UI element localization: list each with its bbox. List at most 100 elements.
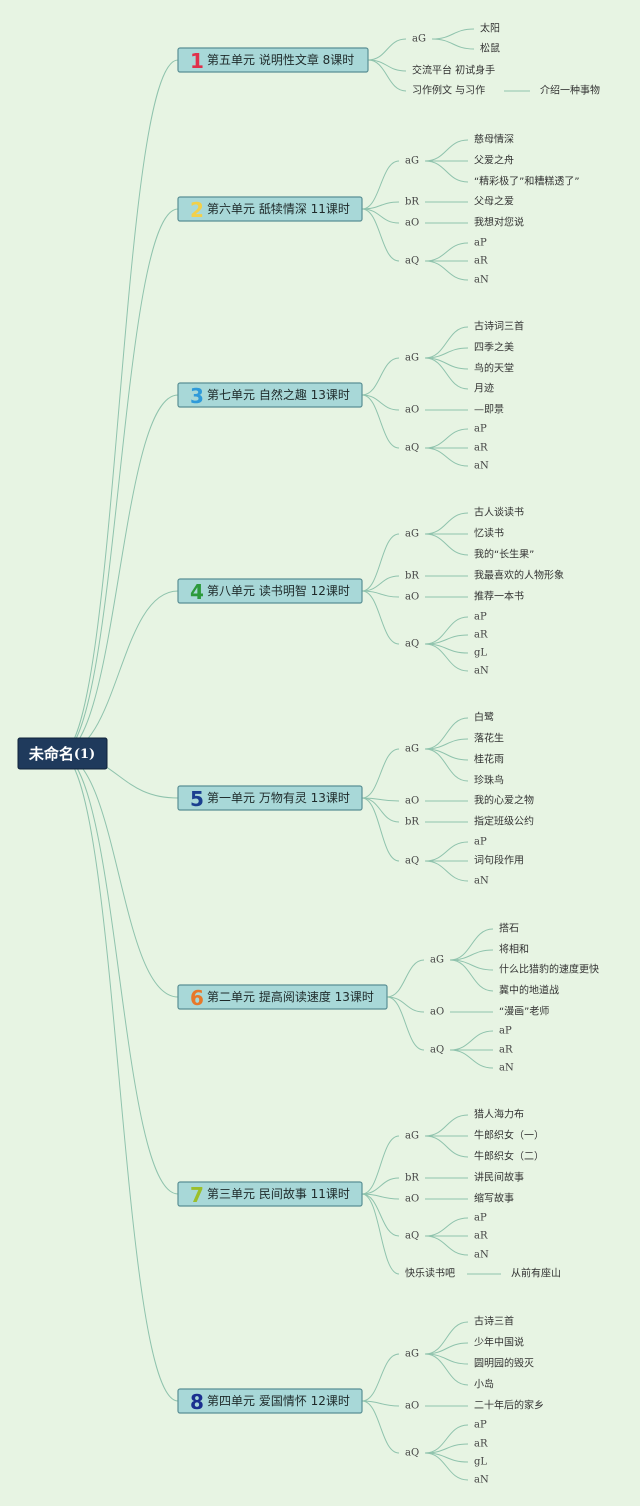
leaf-item[interactable]: aN — [474, 1250, 489, 1261]
leaf-item[interactable]: aR — [474, 1231, 488, 1242]
branch-tag[interactable]: aG — [405, 353, 419, 364]
leaf-item[interactable]: aN — [474, 666, 489, 677]
leaf-item[interactable]: 我想对您说 — [474, 216, 524, 229]
branch-tag[interactable]: aQ — [405, 639, 419, 650]
leaf-item[interactable]: aP — [474, 1213, 487, 1224]
leaf-item[interactable]: 介绍一种事物 — [540, 84, 600, 97]
leaf-item[interactable]: 慈母情深 — [474, 133, 514, 146]
branch-tag[interactable]: aG — [405, 529, 419, 540]
branch-tag[interactable]: aO — [405, 592, 419, 603]
branch-tag[interactable]: bR — [405, 571, 419, 582]
leaf-item[interactable]: gL — [474, 648, 487, 659]
branch-tag[interactable]: aO — [405, 796, 419, 807]
leaf-item[interactable]: 冀中的地道战 — [499, 984, 559, 997]
leaf-item[interactable]: 太阳 — [480, 22, 500, 35]
branch-tag[interactable]: bR — [405, 817, 419, 828]
leaf-item[interactable]: aP — [474, 837, 487, 848]
leaf-item[interactable]: 二十年后的家乡 — [474, 1399, 544, 1412]
branch-tag[interactable]: 习作例文 与习作 — [412, 84, 485, 97]
branch-tag[interactable]: aG — [405, 744, 419, 755]
leaf-item[interactable]: aP — [474, 238, 487, 249]
branch-tag[interactable]: aO — [405, 218, 419, 229]
branch-tag[interactable]: bR — [405, 1173, 419, 1184]
leaf-item[interactable]: 古诗词三首 — [474, 320, 524, 333]
leaf-item[interactable]: 牛郎织女（一） — [474, 1129, 544, 1142]
branch-tag[interactable]: aQ — [405, 1231, 419, 1242]
leaf-item[interactable]: 缩写故事 — [474, 1192, 514, 1205]
leaf-item[interactable]: aN — [474, 876, 489, 887]
leaf-item[interactable]: 牛郎织女（二） — [474, 1150, 544, 1163]
root-node[interactable]: 未命名(1) — [17, 737, 108, 770]
leaf-item[interactable]: 讲民间故事 — [474, 1171, 524, 1184]
leaf-item[interactable]: 月迹 — [474, 382, 494, 395]
leaf-item[interactable]: 少年中国说 — [474, 1336, 524, 1349]
leaf-item[interactable]: 桂花雨 — [474, 753, 504, 766]
leaf-item[interactable]: aN — [474, 1475, 489, 1486]
branch-tag[interactable]: aQ — [405, 256, 419, 267]
leaf-item[interactable]: 什么比猎豹的速度更快 — [499, 963, 599, 976]
branch-tag[interactable]: aQ — [405, 856, 419, 867]
leaf-item[interactable]: aR — [474, 1439, 488, 1450]
leaf-item[interactable]: 小岛 — [474, 1378, 494, 1391]
leaf-item[interactable]: 松鼠 — [480, 42, 500, 55]
leaf-item[interactable]: 推荐一本书 — [474, 590, 524, 603]
leaf-item[interactable]: 从前有座山 — [511, 1267, 561, 1280]
branch-tag[interactable]: bR — [405, 197, 419, 208]
leaf-item[interactable]: 珍珠鸟 — [474, 774, 504, 787]
leaf-item[interactable]: aP — [474, 612, 487, 623]
leaf-item[interactable]: 忆读书 — [474, 527, 504, 540]
leaf-item[interactable]: 落花生 — [474, 732, 504, 745]
leaf-item[interactable]: aR — [474, 256, 488, 267]
leaf-item[interactable]: 搭石 — [499, 922, 519, 935]
leaf-item[interactable]: aN — [474, 275, 489, 286]
leaf-item[interactable]: aR — [474, 630, 488, 641]
leaf-item[interactable]: 四季之美 — [474, 341, 514, 354]
leaf-item[interactable]: 古诗三首 — [474, 1315, 514, 1328]
leaf-item[interactable]: 指定班级公约 — [474, 815, 534, 828]
leaf-item[interactable]: aP — [499, 1026, 512, 1037]
leaf-item[interactable]: “漫画”老师 — [499, 1005, 549, 1018]
leaf-item[interactable]: 猎人海力布 — [474, 1108, 524, 1121]
branch-tag[interactable]: 快乐读书吧 — [405, 1267, 455, 1280]
leaf-item[interactable]: 白鹭 — [474, 711, 494, 724]
leaf-item[interactable]: 父母之爱 — [474, 195, 514, 208]
leaf-item[interactable]: 圆明园的毁灭 — [474, 1357, 534, 1370]
branch-tag[interactable]: aG — [430, 955, 444, 966]
leaf-item[interactable]: 将相和 — [499, 943, 529, 956]
branch-tag[interactable]: aG — [405, 1131, 419, 1142]
branch-tag[interactable]: aG — [405, 156, 419, 167]
leaf-item[interactable]: aN — [474, 461, 489, 472]
leaf-item[interactable]: —即景 — [474, 404, 504, 416]
leaf-item[interactable]: aN — [499, 1063, 514, 1074]
branch-tag[interactable]: aO — [430, 1007, 444, 1018]
branch-tag[interactable]: aO — [405, 405, 419, 416]
branch-tag[interactable]: aQ — [405, 443, 419, 454]
branch-tag[interactable]: aQ — [405, 1448, 419, 1459]
leaf-item[interactable]: aP — [474, 424, 487, 435]
branch-tag[interactable]: aQ — [430, 1045, 444, 1056]
leaf-item[interactable]: 古人谈读书 — [474, 506, 524, 519]
leaf-item[interactable]: 我最喜欢的人物形象 — [474, 569, 564, 582]
branch-tag[interactable]: aO — [405, 1401, 419, 1412]
leaf-item[interactable]: aR — [474, 443, 488, 454]
branch-tag[interactable]: 交流平台 初试身手 — [412, 64, 495, 77]
branch-tag[interactable]: aG — [405, 1349, 419, 1360]
leaf-item[interactable]: gL — [474, 1457, 487, 1468]
leaf-item[interactable]: 词句段作用 — [474, 854, 524, 867]
branch-tag[interactable]: aO — [405, 1194, 419, 1205]
leaf-item[interactable]: 父爱之舟 — [474, 154, 514, 167]
branch-tag[interactable]: aG — [412, 34, 426, 45]
leaf-item[interactable]: “精彩极了”和糟糕透了” — [474, 175, 580, 188]
leaf-item[interactable]: 我的“长生果” — [474, 548, 534, 561]
leaf-item[interactable]: aP — [474, 1420, 487, 1431]
leaf-item[interactable]: aR — [499, 1045, 513, 1056]
leaf-item[interactable]: 鸟的天堂 — [474, 362, 514, 375]
